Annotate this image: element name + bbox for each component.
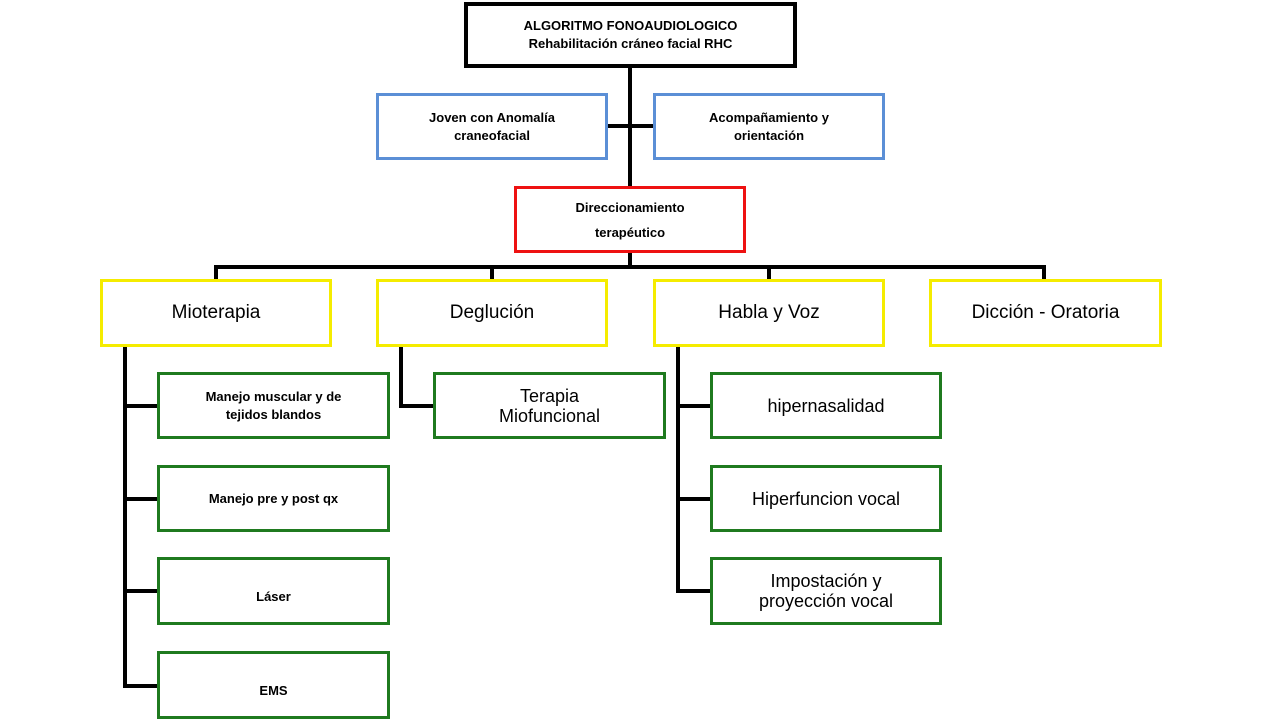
title-box: ALGORITMO FONOAUDIOLOGICO Rehabilitación… [464,2,797,68]
hiperfuncion-label: Hiperfuncion vocal [751,488,901,509]
hipernasalidad-label: hipernasalidad [767,395,885,416]
impostacion-line2: proyección vocal [758,591,894,611]
acompanamiento-box: Acompañamiento y orientación [653,93,885,160]
impostacion-line1: Impostación y [770,571,882,591]
deglucion-box: Deglución [376,279,608,347]
diccion-oratoria-box: Dicción - Oratoria [929,279,1162,347]
ems-box: EMS [157,651,390,719]
terapia-miofuncional-box: Terapia Miofuncional [433,372,666,439]
direccionamiento-line2: terapéutico [594,224,666,240]
terapia-line2: Miofuncional [498,405,601,426]
diccion-label: Dicción - Oratoria [971,302,1120,323]
terapia-line1: Terapia [519,385,580,406]
deglucion-label: Deglución [449,302,535,323]
title-line1: ALGORITMO FONOAUDIOLOGICO [523,18,738,33]
joven-line2: craneofacial [454,127,530,143]
impostacion-box: Impostación y proyección vocal [710,557,942,625]
hipernasalidad-box: hipernasalidad [710,372,942,439]
manejo-muscular-box: Manejo muscular y de tejidos blandos [157,372,390,439]
manejo-muscular-line2: tejidos blandos [225,406,322,422]
acomp-line2: orientación [733,127,805,143]
direccionamiento-line1: Direccionamiento [575,199,685,215]
manejo-muscular-line1: Manejo muscular y de [205,388,342,404]
direccionamiento-box: Direccionamiento terapéutico [514,186,746,253]
hiperfuncion-vocal-box: Hiperfuncion vocal [710,465,942,532]
manejo-pre-post-box: Manejo pre y post qx [157,465,390,532]
laser-label: Láser [256,589,291,604]
habla-voz-box: Habla y Voz [653,279,885,347]
ems-label: EMS [259,683,288,698]
joven-line1: Joven con Anomalía [429,109,555,125]
habla-voz-label: Habla y Voz [718,302,820,323]
mioterapia-box: Mioterapia [100,279,332,347]
mioterapia-label: Mioterapia [171,302,261,323]
joven-anomalia-box: Joven con Anomalía craneofacial [376,93,608,160]
laser-box: Láser [157,557,390,625]
manejo-pre-post-label: Manejo pre y post qx [208,490,339,506]
title-line2: Rehabilitación cráneo facial RHC [528,36,733,51]
acomp-line1: Acompañamiento y [709,109,829,125]
